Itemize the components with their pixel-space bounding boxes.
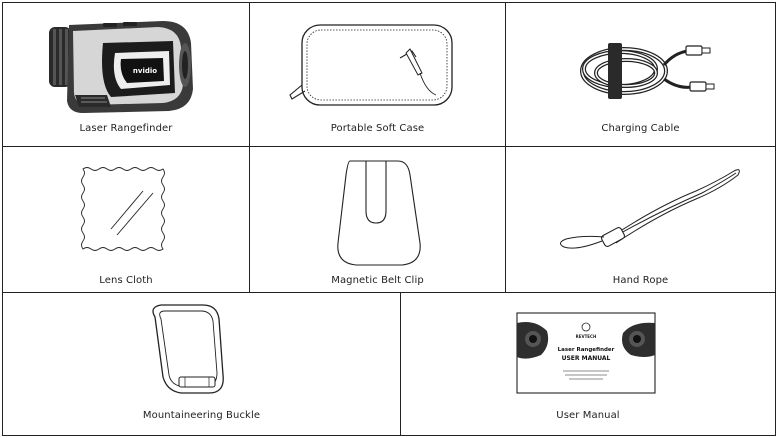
item-user-manual: REVTECH Laser Rangefinder USER MANUAL Us… (401, 293, 775, 435)
caption-laser-rangefinder: Laser Rangefinder (79, 123, 173, 134)
caption-hand-rope: Hand Rope (612, 275, 669, 286)
grid-border-left (2, 2, 3, 436)
grid-col-divider-1 (249, 2, 250, 292)
charging-cable-image (580, 43, 715, 99)
caption-lens-cloth: Lens Cloth (99, 275, 153, 286)
grid-border-top (2, 2, 776, 3)
caption-magnetic-belt-clip: Magnetic Belt Clip (331, 275, 424, 286)
lens-cloth-image (81, 167, 165, 251)
caption-user-manual: User Manual (556, 410, 620, 421)
grid-col-divider-3 (400, 292, 401, 436)
grid-border-bottom (2, 435, 776, 436)
caption-mountaineering-buckle: Mountaineering Buckle (142, 410, 261, 421)
item-charging-cable: Charging Cable (506, 3, 775, 146)
caption-charging-cable: Charging Cable (601, 123, 680, 134)
item-lens-cloth: Lens Cloth (3, 147, 249, 292)
manual-subtitle: USER MANUAL (561, 355, 611, 362)
item-magnetic-belt-clip: Magnetic Belt Clip (250, 147, 505, 292)
item-mountaineering-buckle: Mountaineering Buckle (3, 293, 400, 435)
grid-border-right (775, 2, 776, 436)
soft-case-image (289, 24, 453, 106)
item-portable-soft-case: Portable Soft Case (250, 3, 505, 146)
belt-clip-image (337, 160, 421, 266)
grid-row-divider-2 (2, 292, 776, 293)
caption-portable-soft-case: Portable Soft Case (330, 123, 425, 134)
hand-rope-image (560, 169, 740, 249)
manual-title: Laser Rangefinder (557, 347, 615, 353)
manual-brand: REVTECH (575, 334, 597, 339)
laser-rangefinder-image: nvidio (49, 21, 193, 113)
user-manual-image (516, 312, 656, 394)
rangefinder-badge: nvidio (133, 67, 157, 75)
item-laser-rangefinder: nvidio Laser Rangefinder (3, 3, 249, 146)
mountaineering-buckle-image (152, 304, 224, 394)
item-hand-rope: Hand Rope (506, 147, 775, 292)
grid-col-divider-2 (505, 2, 506, 292)
grid-row-divider-1 (2, 146, 776, 147)
